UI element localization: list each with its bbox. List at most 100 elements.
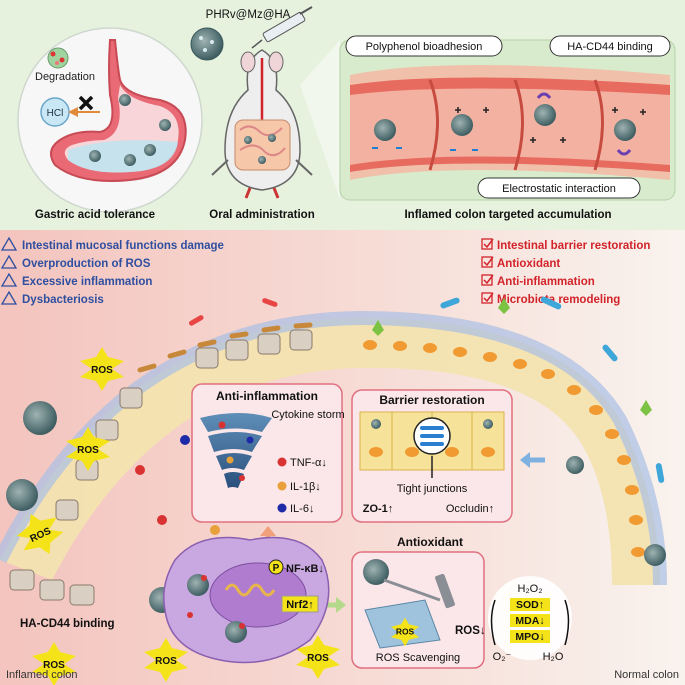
degraded-particle [47,47,69,69]
ros-burst: ROS [80,347,124,391]
anti-inflammation-title: Anti-inflammation [216,389,318,403]
problem-item: Overproduction of ROS [0,254,151,270]
enzyme-cycle: H₂O₂ SOD↑ MDA↓ MPO↓ O₂⁻ H₂O [488,576,572,663]
gastric-caption: Gastric acid tolerance [35,209,155,221]
particle-label: PHRv@Mz@HA [206,9,291,21]
tight-junctions-label: Tight junctions [397,483,468,495]
svg-text:ROS: ROS [77,445,99,456]
ros-burst: ROS [16,514,64,554]
flow-arrow-head [260,526,276,536]
svg-text:ROS: ROS [91,365,113,376]
degradation-label: Degradation [35,71,95,83]
mpo-label: MPO↓ [515,631,544,643]
h2o2-label: H₂O₂ [517,583,542,595]
tnf-label: TNF-α↓ [290,457,327,469]
stomach-illustration [17,27,203,213]
outcome-item: Anti-inflammation [481,274,595,288]
svg-text:ROS: ROS [307,653,329,664]
occludin-label: Occludin↑ [446,503,494,515]
checkbox-icon [481,238,493,250]
il6-label: IL-6↓ [290,503,314,515]
epithelium-arc [0,296,667,606]
ros-burst: ROS [32,642,76,685]
nrf2-label: Nrf2↑ [286,599,314,611]
pill-electrostatic-label: Electrostatic interaction [502,183,616,195]
macrophage: P NF-κB↓ Nrf2↑ [163,536,330,664]
checkbox-icon [481,292,493,304]
block-x-icon [78,95,94,111]
zo1-label: ZO-1↑ [363,503,394,515]
barrier-title: Barrier restoration [379,393,484,407]
problem-text: Overproduction of ROS [22,258,151,270]
ros-bursts: ROS ROS ROS ROS ROS ROS [16,347,340,685]
tnf-dot [277,457,287,467]
inflamed-colon-label: Inflamed colon [6,669,78,681]
phospho-badge [268,559,284,575]
binding-label: HA-CD44 binding [20,618,115,630]
svg-text:ROS: ROS [43,660,65,671]
flow-arrow-head [520,452,530,468]
mouse-illustration [211,49,313,199]
hcl-bubble: HCl [40,97,70,127]
pill-bioadhesion-label: Polyphenol bioadhesion [366,41,483,53]
problem-text: Dysbacteriosis [22,294,104,306]
problem-item: Intestinal mucosal functions damage [0,236,224,252]
ros-down-label: ROS↓ [455,625,486,637]
zoom-connector [300,40,340,200]
ros-burst: ROS [144,638,188,682]
pill-cd44 [549,35,671,57]
ros-dustpan-burst: ROS [390,617,420,647]
phospho-label: P [273,563,280,574]
warning-icon [0,272,18,287]
nrf2-badge [281,595,319,613]
il1b-dot [277,481,287,491]
o2-label: O₂⁻ [493,651,512,663]
outcome-text: Intestinal barrier restoration [497,240,650,252]
flow-arrow-head [336,597,346,613]
pill-cd44-label: HA-CD44 binding [567,41,653,53]
outcome-item: Microbiota remodeling [481,292,620,306]
colon-wall-panel [339,39,676,201]
cytokine-storm-label: Cytokine storm [271,409,344,421]
antioxidant-panel: Antioxidant ROS ROS↓ ROS Scavenging [351,535,486,669]
colon-caption: Inflamed colon targeted accumulation [404,209,611,221]
checkbox-icon [481,256,493,268]
outcome-text: Antioxidant [497,258,560,270]
outcome-list: Intestinal barrier restoration Antioxida… [481,238,650,306]
broom-handle [383,578,441,602]
broom-head [435,573,455,609]
checkbox-icon [481,274,493,286]
problem-text: Intestinal mucosal functions damage [22,240,224,252]
barrier-panel: Barrier restoration Tight junctions ZO-1… [351,389,513,523]
nfkb-label: NF-κB↓ [286,563,324,575]
mpo-badge [510,630,550,643]
anti-inflammation-panel: Anti-inflammation Cytokine storm TNF-α↓ … [191,383,345,523]
antioxidant-title: Antioxidant [397,535,463,549]
sod-label: SOD↑ [516,599,544,611]
outcome-item: Intestinal barrier restoration [481,238,650,252]
il6-dot [277,503,287,513]
il1b-label: IL-1β↓ [290,481,321,493]
warning-icon [0,290,18,305]
pill-bioadhesion [345,35,503,57]
problem-item: Excessive inflammation [0,272,152,288]
ros-burst: ROS [296,635,340,679]
sod-badge [510,598,550,611]
mda-label: MDA↓ [515,615,544,627]
outcome-text: Anti-inflammation [497,276,595,288]
problem-list: Intestinal mucosal functions damage Over… [0,236,224,306]
warning-icon [0,236,18,251]
ros-burst: ROS [66,427,110,471]
problem-item: Dysbacteriosis [0,290,104,306]
svg-text:ROS: ROS [155,656,177,667]
h2o-label: H₂O [543,651,564,663]
normal-colon-label: Normal colon [614,669,679,681]
particle-icon [190,27,224,61]
warning-icon [0,254,18,269]
mda-badge [510,614,550,627]
problem-text: Excessive inflammation [22,276,152,288]
tornado-icon [200,413,272,488]
outcome-item: Antioxidant [481,256,560,270]
